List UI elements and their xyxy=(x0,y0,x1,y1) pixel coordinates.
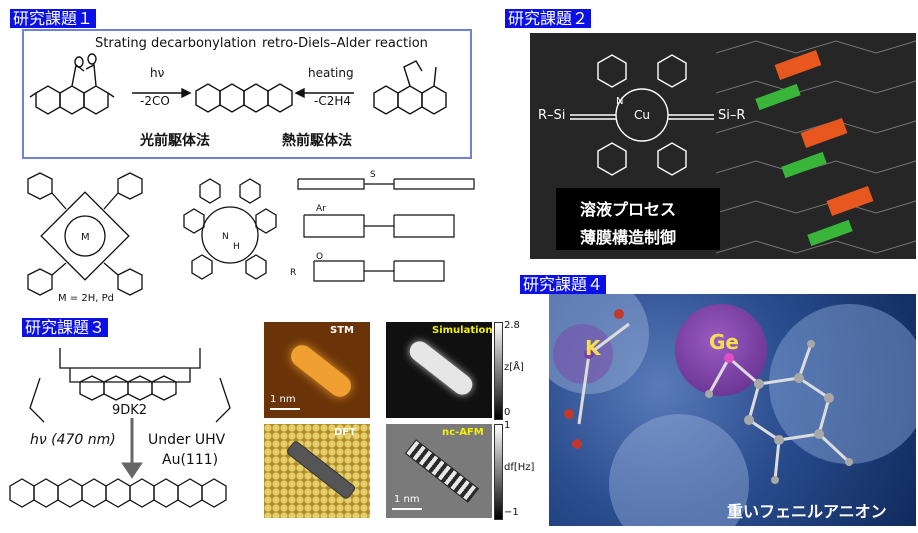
reaction-arrow xyxy=(121,418,143,479)
stm-scale-label: 1 nm xyxy=(270,394,296,405)
molecule-structures-row: M N H S Ar R O xyxy=(27,170,475,296)
retro-diels-alder-title: retro-Diels–Alder reaction xyxy=(262,36,428,51)
nonacene-product xyxy=(9,478,227,508)
diketone-precursor-structure xyxy=(29,53,115,115)
simulation-molecule xyxy=(405,337,477,399)
df-scale-bottom: −1 xyxy=(504,507,519,518)
panel-4-image: K Ge 重いフェニルアニオン xyxy=(549,294,916,526)
thermal-precursor-method: 熱前駆体法 xyxy=(282,133,352,149)
topic-1-label: 研究課題１ xyxy=(10,9,97,28)
topic-4-label: 研究課題４ xyxy=(520,275,607,294)
imide-oxygen-atom: O xyxy=(316,252,323,262)
simulation-image: Simulation xyxy=(386,322,492,418)
left-silyl-group: R–Si xyxy=(538,108,566,123)
diketone-nonacene-precursor xyxy=(29,348,231,423)
topic-2-label: 研究課題２ xyxy=(505,9,592,28)
panel-3-scheme xyxy=(9,348,231,508)
minus-c2h4-condition: -C2H4 xyxy=(314,94,352,108)
heavy-phenyl-anion-caption: 重いフェニルアニオン xyxy=(727,502,887,521)
porphyrin-h-atom: H xyxy=(233,242,240,252)
dft-molecule xyxy=(285,439,357,501)
stm-label: STM xyxy=(330,325,354,336)
z-scale-unit: z[Å] xyxy=(504,362,524,373)
phenyl-porphyrin-structure xyxy=(183,178,277,280)
ball-stick-molecule xyxy=(564,309,853,484)
stm-image: STM 1 nm xyxy=(264,322,370,418)
uhv-condition: Under UHV xyxy=(148,432,226,448)
z-colorbar xyxy=(494,322,503,420)
dft-image: DFT xyxy=(264,424,370,518)
decarbonylation-title: Strating decarbonylation xyxy=(95,36,257,51)
right-silyl-group: Si–R xyxy=(718,108,746,123)
pc-nitrogen-atom: N xyxy=(616,96,624,107)
bicyclic-precursor-structure xyxy=(373,60,447,115)
cu-phthalocyanine-structure xyxy=(570,54,714,176)
thin-film-control-caption: 薄膜構造制御 xyxy=(580,228,677,247)
heating-condition: heating xyxy=(308,66,354,80)
panel-2-crystal-packing xyxy=(716,40,916,254)
topic-3-label: 研究課題３ xyxy=(22,318,109,337)
porphyrin-n-atom: N xyxy=(222,232,229,242)
panel-2-caption-box xyxy=(556,188,720,250)
ttf-acene-structures xyxy=(297,178,475,282)
copper-center-atom: Cu xyxy=(634,108,650,122)
hv-condition: hν xyxy=(150,66,165,80)
df-colorbar xyxy=(494,424,503,520)
tetracene-product-structure xyxy=(195,83,293,113)
au111-condition: Au(111) xyxy=(162,452,219,468)
afm-scale-label: 1 nm xyxy=(394,494,420,505)
nc-afm-image: nc-AFM 1 nm xyxy=(386,424,492,518)
orange-molecules xyxy=(774,49,874,217)
stm-molecule-blob xyxy=(286,340,356,402)
tetra-acene-porphyrin-structure xyxy=(27,172,143,296)
photo-precursor-method: 光前駆体法 xyxy=(140,133,210,149)
afm-label: nc-AFM xyxy=(442,427,484,438)
imide-r-group: R xyxy=(290,268,296,278)
dft-label: DFT xyxy=(334,427,356,438)
stm-scalebar xyxy=(270,408,300,410)
df-scale-unit: df[Hz] xyxy=(504,462,535,473)
potassium-label: K xyxy=(585,336,601,360)
green-molecules xyxy=(755,83,853,247)
germanium-label: Ge xyxy=(709,330,739,354)
light-condition: hν (470 nm) xyxy=(30,432,116,448)
reagent-9dk2: 9DK2 xyxy=(112,403,148,418)
afm-scalebar xyxy=(392,508,422,510)
panel-1-scheme xyxy=(29,53,447,115)
panel-1-box xyxy=(22,29,472,159)
minus-2co-condition: -2CO xyxy=(140,94,170,108)
k-sphere xyxy=(553,324,613,384)
ttf-sulfur-atom: S xyxy=(370,170,376,180)
metal-center-atom: M xyxy=(81,232,90,243)
aryl-group-label: Ar xyxy=(316,204,326,214)
solution-process-caption: 溶液プロセス xyxy=(580,200,677,219)
z-scale-top: 2.8 xyxy=(504,320,520,331)
simulation-label: Simulation xyxy=(432,325,492,336)
df-scale-top: 1 xyxy=(504,420,511,431)
ge-sphere xyxy=(675,304,767,396)
porphyrin-metal-legend: M = 2H, Pd xyxy=(58,293,114,304)
z-scale-bottom: 0 xyxy=(504,407,511,418)
